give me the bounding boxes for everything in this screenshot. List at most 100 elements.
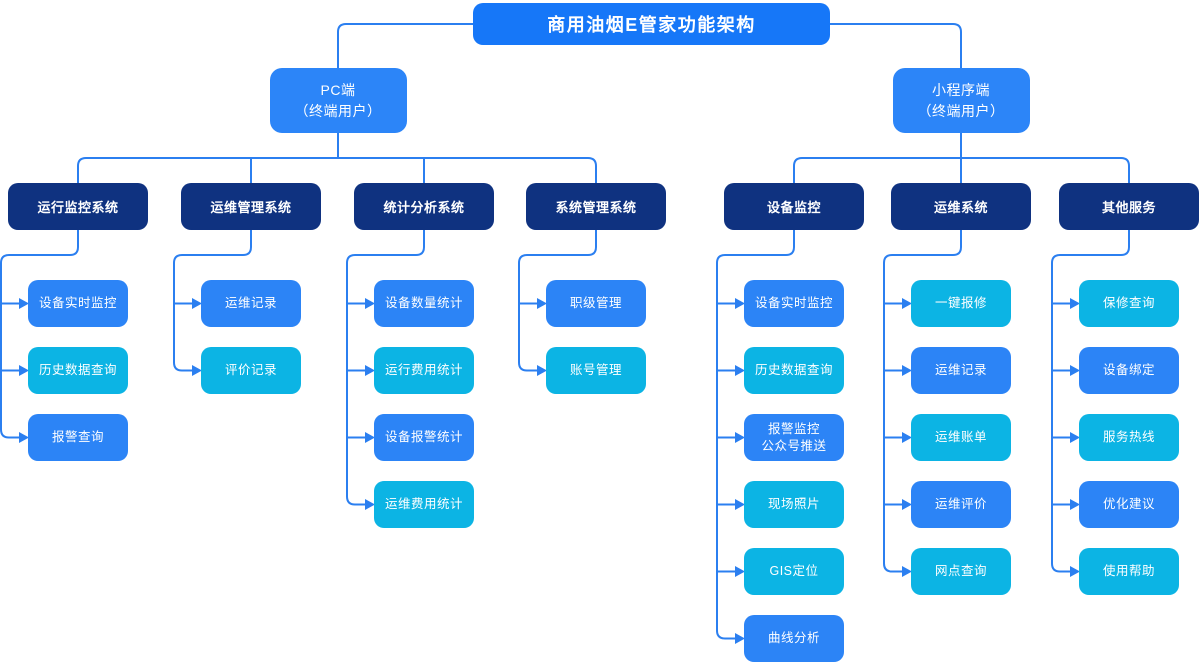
node-leaf-label: 设备绑定	[1102, 363, 1155, 377]
arrowhead-icon	[735, 499, 745, 510]
connector-path	[77, 157, 597, 183]
arrowhead-icon	[537, 298, 547, 309]
node-leaf: 服务热线	[1079, 414, 1179, 461]
node-group-5-label: 运维系统	[933, 200, 988, 215]
node-leaf-label: 现场照片	[767, 497, 820, 511]
node-leaf: 设备数量统计	[374, 280, 474, 327]
arrowhead-icon	[1070, 365, 1080, 376]
arrowhead-icon	[1070, 432, 1080, 443]
arrowhead-icon	[902, 298, 912, 309]
node-group-4-label: 设备监控	[766, 200, 821, 215]
node-leaf: 运行费用统计	[374, 347, 474, 394]
node-leaf-label: 历史数据查询	[38, 363, 117, 377]
node-leaf-label: 运维费用统计	[384, 497, 463, 511]
node-leaf-label: 设备数量统计	[384, 296, 463, 310]
node-group-3-label: 系统管理系统	[555, 200, 637, 215]
node-leaf: 运维记录	[201, 280, 301, 327]
arrowhead-icon	[1070, 298, 1080, 309]
node-leaf-label: 一键报修	[934, 296, 987, 310]
node-branch-0: PC端 （终端用户）	[269, 68, 407, 133]
node-leaf-label: GIS定位	[769, 564, 819, 578]
node-leaf-label: 设备实时监控	[38, 296, 117, 310]
node-group-2-label: 统计分析系统	[383, 200, 465, 215]
arrowhead-icon	[19, 365, 29, 376]
arrowhead-icon	[192, 365, 202, 376]
node-leaf: 曲线分析	[744, 615, 844, 662]
node-leaf-label: 评价记录	[224, 363, 277, 377]
connector-path	[346, 230, 425, 506]
node-group-0: 运行监控系统	[8, 183, 148, 230]
node-leaf-label: 运维评价	[934, 497, 987, 511]
arrowhead-icon	[735, 298, 745, 309]
node-leaf: 账号管理	[546, 347, 646, 394]
node-leaf-label: 保修查询	[1102, 296, 1155, 310]
arrowhead-icon	[902, 432, 912, 443]
node-leaf: 运维评价	[911, 481, 1011, 528]
arrowhead-icon	[735, 365, 745, 376]
arrowhead-icon	[365, 365, 375, 376]
node-leaf: 报警监控 公众号推送	[744, 414, 844, 461]
arrowhead-icon	[192, 298, 202, 309]
arrowhead-icon	[735, 432, 745, 443]
node-leaf: 设备绑定	[1079, 347, 1179, 394]
arrowhead-icon	[537, 365, 547, 376]
node-group-4: 设备监控	[724, 183, 864, 230]
node-leaf: 运维账单	[911, 414, 1011, 461]
arrowhead-icon	[1070, 566, 1080, 577]
arrowhead-icon	[19, 432, 29, 443]
node-leaf-label: 报警查询	[51, 430, 104, 444]
connector-path	[173, 230, 252, 372]
node-leaf: 报警查询	[28, 414, 128, 461]
node-leaf: 现场照片	[744, 481, 844, 528]
node-leaf: 网点查询	[911, 548, 1011, 595]
node-branch-1: 小程序端 （终端用户）	[892, 68, 1030, 133]
node-leaf-label: 优化建议	[1102, 497, 1155, 511]
arrowhead-icon	[19, 298, 29, 309]
node-leaf-label: 运维记录	[224, 296, 277, 310]
node-leaf-label: 账号管理	[569, 363, 622, 377]
arrowhead-icon	[1070, 499, 1080, 510]
arrowhead-icon	[902, 499, 912, 510]
node-leaf: 评价记录	[201, 347, 301, 394]
node-leaf-label: 使用帮助	[1102, 564, 1155, 578]
node-branch-0-label: PC端 （终端用户）	[294, 81, 382, 119]
node-root: 商用油烟E管家功能架构	[473, 3, 830, 45]
arrowhead-icon	[735, 633, 745, 644]
arrowhead-icon	[735, 566, 745, 577]
node-root-label: 商用油烟E管家功能架构	[547, 15, 756, 35]
node-leaf-label: 历史数据查询	[754, 363, 833, 377]
node-leaf-label: 运维账单	[934, 430, 987, 444]
node-leaf-label: 报警监控 公众号推送	[761, 421, 827, 453]
node-leaf: 设备报警统计	[374, 414, 474, 461]
node-leaf-label: 曲线分析	[767, 631, 820, 645]
arrowhead-icon	[365, 298, 375, 309]
connector-path	[883, 230, 962, 573]
node-group-5: 运维系统	[891, 183, 1031, 230]
connector-path	[1051, 230, 1130, 573]
node-leaf-label: 设备报警统计	[384, 430, 463, 444]
node-group-6: 其他服务	[1059, 183, 1199, 230]
connector-path	[0, 230, 79, 439]
node-branch-1-label: 小程序端 （终端用户）	[917, 81, 1005, 119]
arrowhead-icon	[902, 566, 912, 577]
node-leaf-label: 服务热线	[1102, 430, 1155, 444]
node-leaf: 历史数据查询	[744, 347, 844, 394]
node-leaf: 设备实时监控	[28, 280, 128, 327]
connector-path	[830, 23, 962, 68]
node-leaf: 运维费用统计	[374, 481, 474, 528]
node-group-6-label: 其他服务	[1101, 200, 1156, 215]
node-leaf: 使用帮助	[1079, 548, 1179, 595]
node-leaf: 历史数据查询	[28, 347, 128, 394]
node-leaf-label: 设备实时监控	[754, 296, 833, 310]
node-leaf: 一键报修	[911, 280, 1011, 327]
node-leaf: GIS定位	[744, 548, 844, 595]
connector-path	[518, 230, 597, 372]
connector-path	[716, 230, 795, 640]
node-leaf: 设备实时监控	[744, 280, 844, 327]
connector-path	[337, 23, 473, 68]
node-group-2: 统计分析系统	[354, 183, 494, 230]
node-leaf: 职级管理	[546, 280, 646, 327]
node-leaf-label: 运维记录	[934, 363, 987, 377]
